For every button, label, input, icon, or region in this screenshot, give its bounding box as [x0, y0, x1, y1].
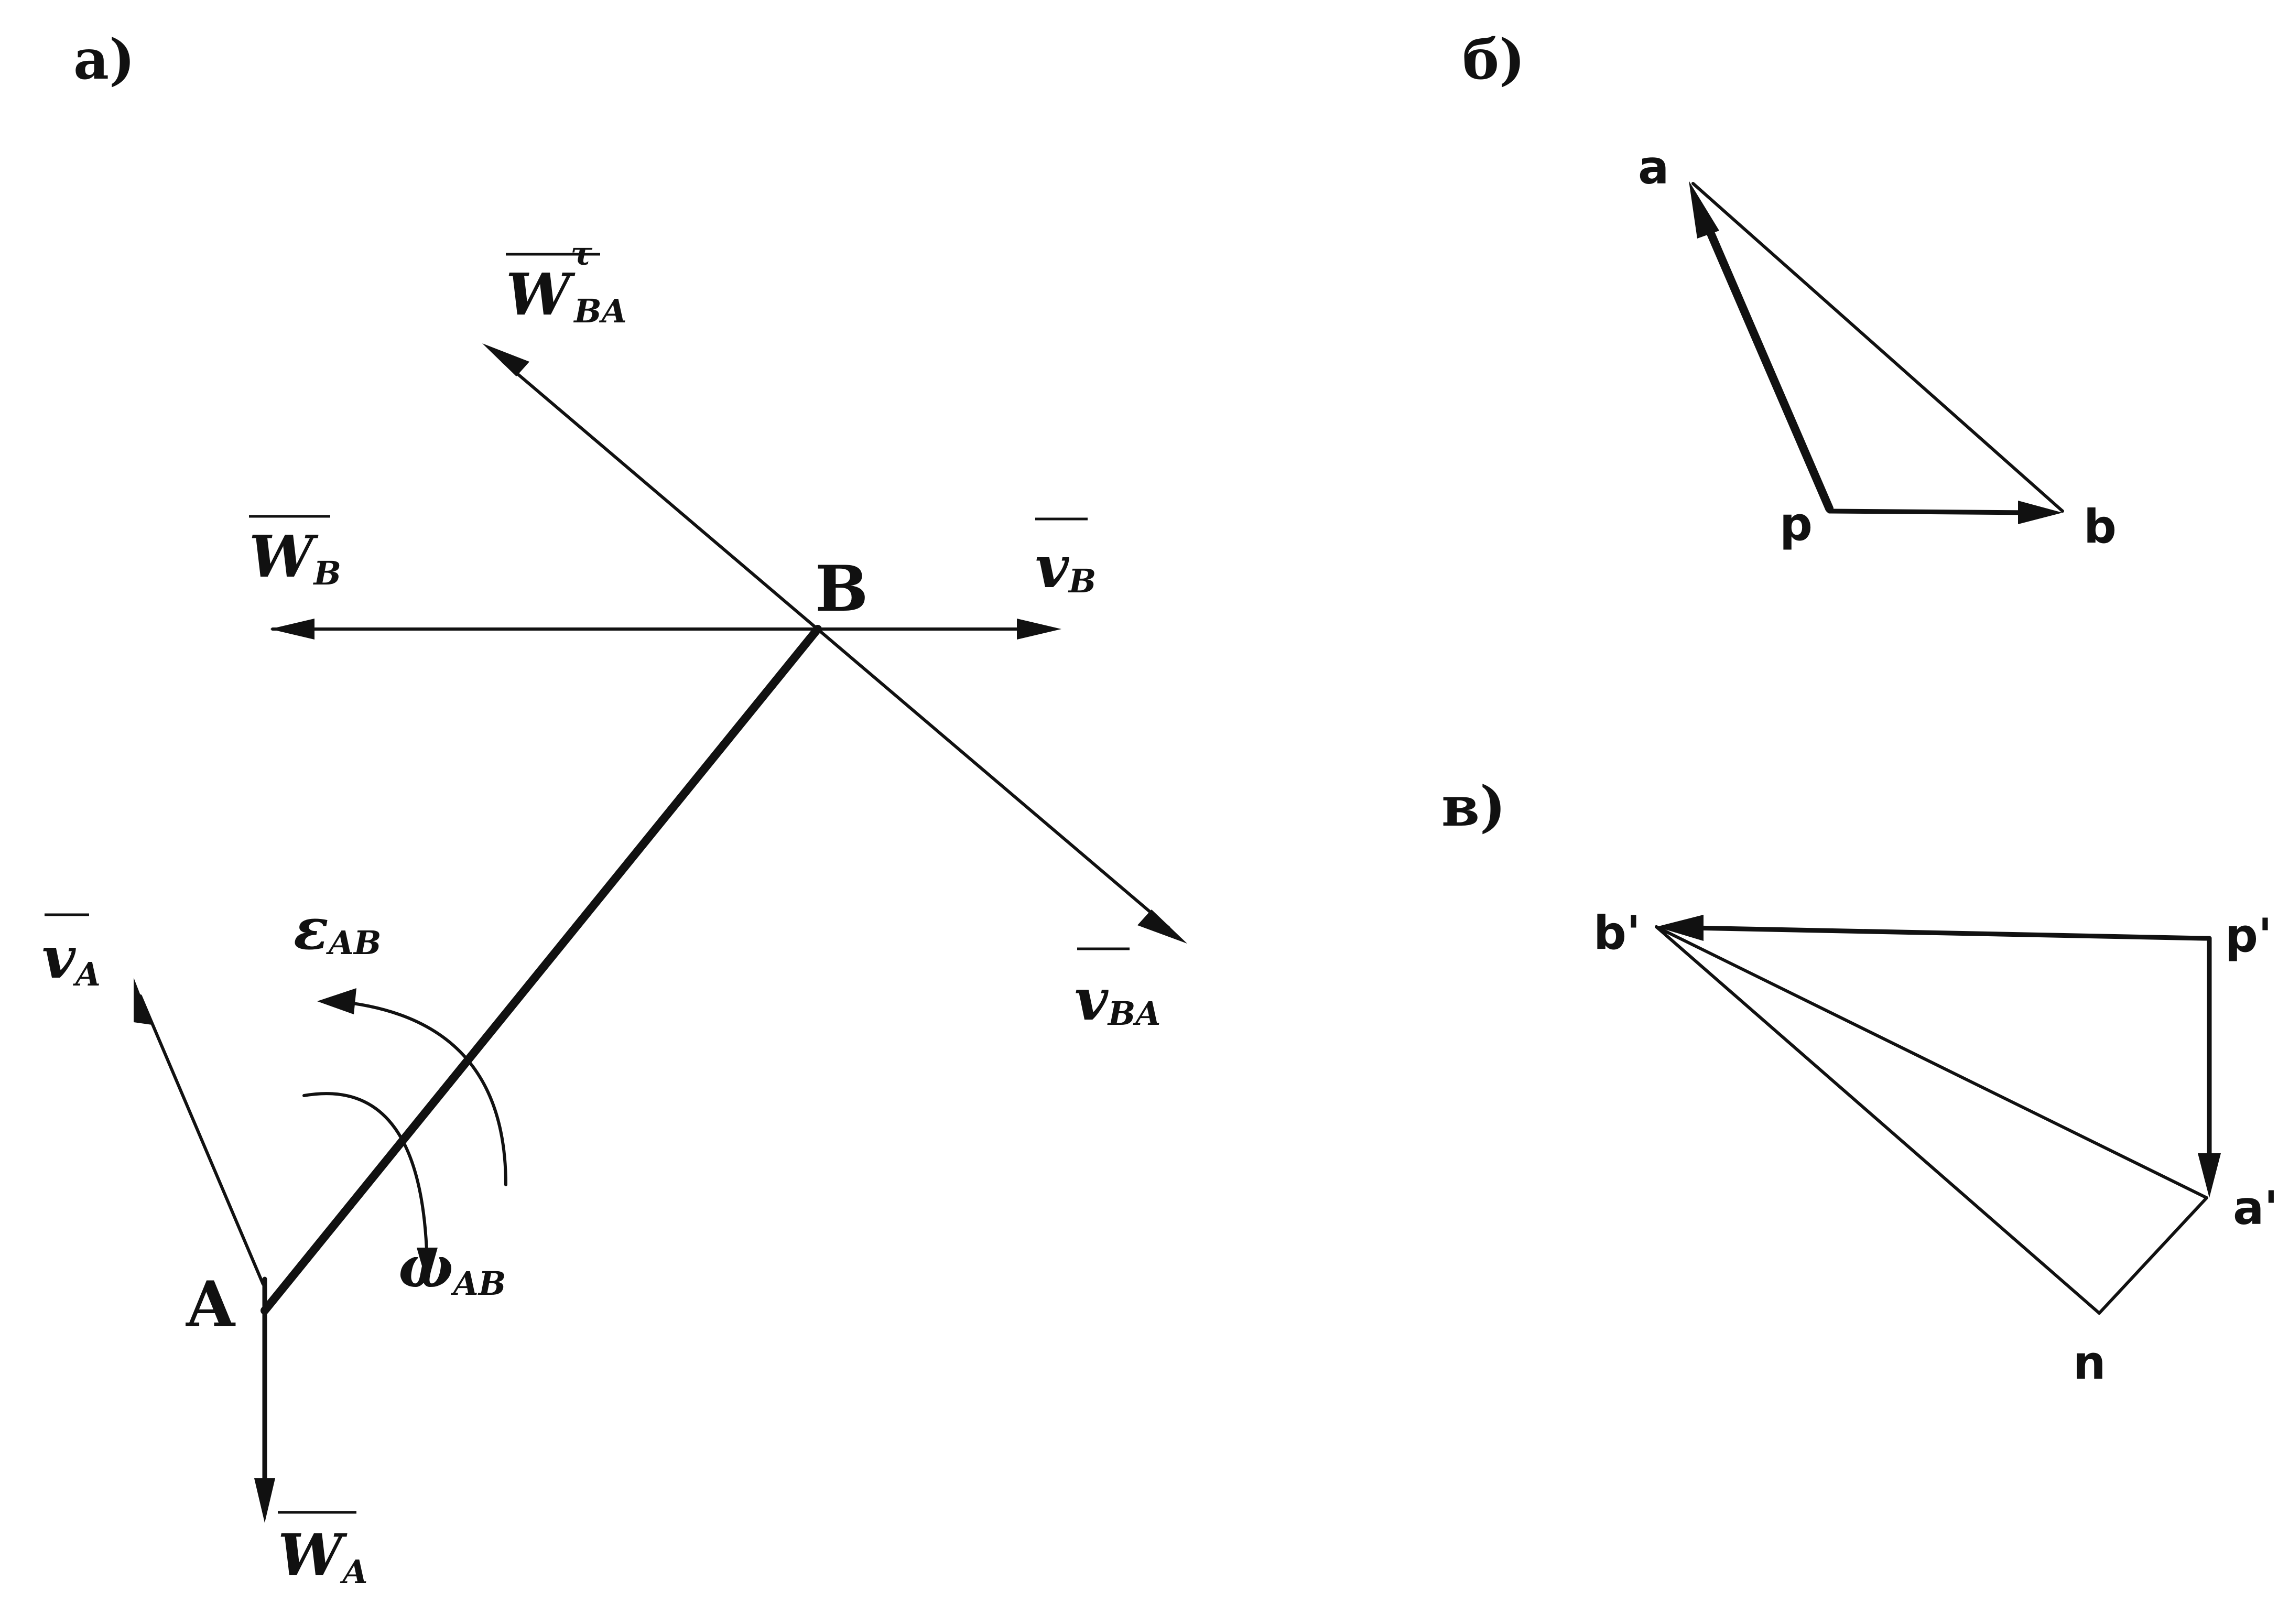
- panel-label-b: б): [1462, 27, 1525, 92]
- accel-label-a-prime: a': [2233, 1181, 2278, 1235]
- v-a-vector: [139, 994, 265, 1286]
- omega-ab-label: ωAB: [398, 1233, 506, 1303]
- w-a-label: WA: [278, 1521, 368, 1591]
- velocity-label-a: a: [1638, 140, 1669, 194]
- point-label-b: B: [815, 552, 868, 626]
- v-a-label: vA: [42, 924, 101, 993]
- link-ab: [261, 625, 822, 1315]
- w-b-arrowhead: [270, 619, 314, 640]
- accel-ab-line: [1655, 925, 2208, 1199]
- v-ba-label: vBA: [1075, 966, 1160, 1033]
- omega-ab-arrowhead: [417, 1248, 438, 1284]
- velocity-pa-vector: [1694, 200, 1834, 513]
- w-b-label: WB: [249, 523, 341, 592]
- epsilon-ab-label: εAB: [294, 895, 381, 962]
- accel-bn-line: [1655, 925, 2101, 1315]
- velocity-label-b: b: [2084, 500, 2117, 554]
- diagonal-line-b: [502, 360, 1170, 929]
- panel-label-v: в): [1441, 774, 1506, 839]
- v-b-arrowhead: [1017, 619, 1061, 640]
- epsilon-ab-arc: [334, 1000, 507, 1186]
- panel-label-a: а): [73, 27, 135, 92]
- velocity-pb-vector: [1827, 508, 2036, 515]
- epsilon-ab-arrowhead: [317, 988, 356, 1014]
- accel-na-line: [2098, 1196, 2208, 1315]
- velocity-pa-arrowhead: [1689, 181, 1719, 239]
- w-ba-tau-arrowhead: [482, 343, 529, 376]
- accel-label-p-prime: p': [2225, 908, 2272, 962]
- accel-pa-arrowhead: [2198, 1153, 2221, 1198]
- v-a-arrowhead: [134, 978, 152, 1025]
- accel-label-n: n: [2073, 1336, 2106, 1390]
- accel-pb-arrowhead: [1656, 915, 1704, 941]
- velocity-label-p: p: [1780, 497, 1813, 551]
- accel-pb-vector: [1690, 925, 2207, 941]
- accel-label-b-prime: b': [1593, 906, 1641, 960]
- omega-ab-arc: [302, 1092, 429, 1270]
- v-ba-arrowhead: [1137, 910, 1187, 944]
- velocity-pb-arrowhead: [2018, 501, 2063, 524]
- v-b-label: vB: [1035, 533, 1096, 601]
- point-label-a: A: [186, 1268, 236, 1341]
- velocity-ab-line: [1691, 182, 2064, 513]
- w-a-arrowhead: [254, 1478, 275, 1523]
